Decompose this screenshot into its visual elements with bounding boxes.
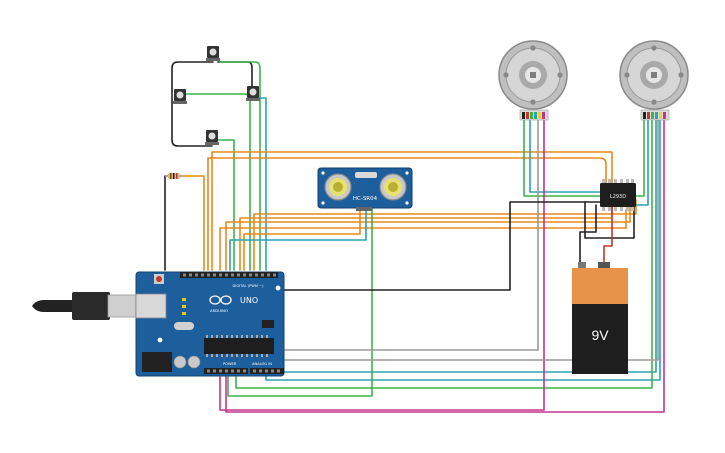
ultrasonic-sensor[interactable]: HC-SR04	[317, 167, 413, 211]
arduino-sub-label: ARDUINO	[210, 308, 228, 313]
arduino-brand-label: UNO	[240, 296, 258, 305]
wire-green-motor-left[interactable]	[523, 119, 601, 197]
wire-green-button-2[interactable]	[219, 61, 261, 271]
wire-orange-1[interactable]	[207, 157, 607, 271]
sensor-pins	[356, 207, 372, 211]
wire-gray-motor-left[interactable]	[259, 119, 539, 351]
sensor-transducer-right	[379, 173, 407, 201]
sensor-label: HC-SR04	[353, 196, 378, 202]
analog-header	[250, 368, 284, 374]
wire-button-frame[interactable]	[171, 61, 214, 147]
wire-button-right[interactable]	[217, 61, 253, 87]
usb-port	[135, 293, 167, 319]
wire-green-motor-right[interactable]	[635, 119, 645, 197]
wire-red-battery-pos[interactable]	[603, 204, 613, 263]
atmega-chip	[204, 335, 274, 357]
wire-gray-motor-right[interactable]	[277, 119, 659, 361]
wire-black-driver-loop[interactable]	[584, 201, 635, 239]
motor-left[interactable]	[498, 40, 568, 121]
wire-black-battery-neg[interactable]	[579, 204, 597, 263]
power-header-label: POWER	[223, 362, 237, 366]
wire-green-sensor[interactable]	[227, 204, 373, 397]
analog-header-label: ANALOG IN	[252, 362, 272, 366]
wire-green-button-3[interactable]	[217, 139, 235, 271]
push-button-bottom[interactable]	[205, 130, 219, 145]
wire-magenta-right[interactable]	[225, 119, 665, 413]
push-button-left[interactable]	[173, 89, 187, 104]
sensor-transducer-left	[324, 173, 352, 201]
digital-header-label: DIGITAL (PWM ~)	[233, 284, 265, 288]
power-jack	[142, 352, 172, 372]
wire-teal-1[interactable]	[229, 204, 367, 271]
wire-teal-motor-right[interactable]	[635, 119, 649, 206]
power-header	[204, 368, 248, 374]
driver-ic[interactable]: L293D	[600, 179, 636, 211]
resistor[interactable]	[165, 173, 182, 179]
motor-right[interactable]	[619, 40, 689, 121]
digital-header	[180, 272, 278, 278]
wire-black-arduino-driver[interactable]	[199, 201, 601, 291]
wire-resistor-orange[interactable]	[181, 175, 205, 271]
arduino-logo	[209, 295, 232, 305]
push-button-right[interactable]	[246, 86, 260, 101]
wire-magenta-left[interactable]	[219, 119, 545, 411]
wire-teal-motor-left[interactable]	[529, 119, 601, 193]
battery-voltage-label: 9V	[591, 327, 609, 343]
usb-cable	[32, 292, 137, 320]
driver-ic-label: L293D	[610, 194, 626, 200]
push-button-top[interactable]	[206, 46, 220, 61]
battery-9v[interactable]: 9V	[572, 262, 628, 374]
wire-orange-5[interactable]	[243, 204, 361, 271]
wire-orange-2[interactable]	[211, 151, 613, 271]
wire-orange-3[interactable]	[219, 209, 627, 271]
arduino-uno[interactable]: DIGITAL (PWM ~) UNO ARDUINO	[32, 271, 285, 377]
push-buttons	[173, 46, 260, 145]
wire-orange-6[interactable]	[253, 199, 637, 271]
